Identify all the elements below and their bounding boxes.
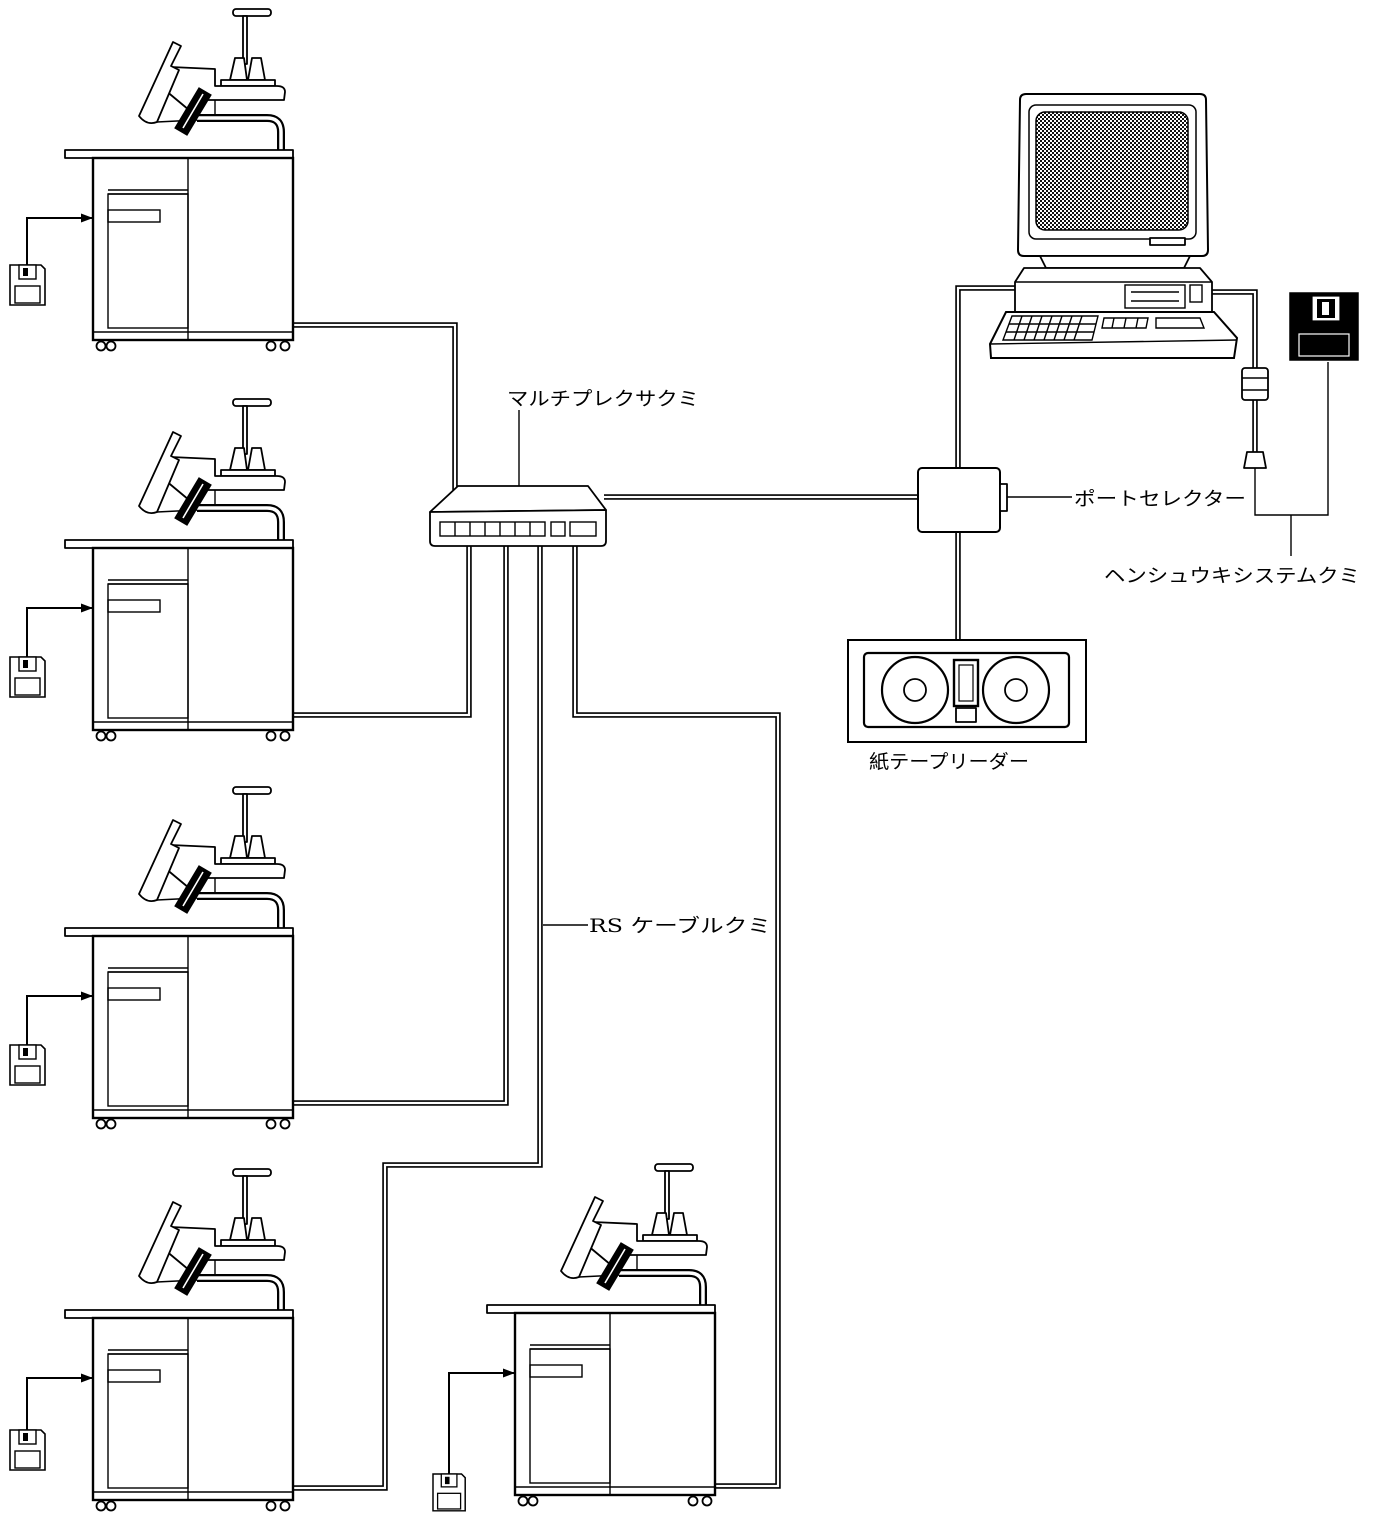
monitor-button [1150,238,1185,245]
monitor-stand [1040,256,1190,268]
embroidery-machine-4 [65,1169,293,1511]
monitor-screen [1036,112,1188,230]
embroidery-machine-5 [487,1164,715,1506]
paper-tape-reader [848,640,1086,742]
keyboard [990,312,1237,358]
reel-hub [1005,679,1027,701]
cable-connector [1242,368,1268,400]
floppy-disk-icon [433,1474,465,1511]
cable-machine-4 [293,545,540,1488]
multiplexer-label: マルチプレクサクミ [507,388,699,410]
floppy-disk-icon [10,657,45,697]
cable-plug [1244,452,1266,468]
arrow-icon [27,608,92,657]
rs-cables [293,288,1255,1488]
port-selector [918,468,1007,532]
cable-machine-1 [293,325,455,490]
floppy-disk-icon [10,1045,45,1085]
editing-computer [990,94,1237,358]
arrow-icon [27,996,92,1045]
embroidery-machine-3 [65,787,293,1129]
floppy-disk-icon [10,265,45,305]
editing-system-label: ヘンシュウキシステムクミ [1104,565,1360,587]
arrow-icon [27,1378,92,1430]
multiplexer [430,486,606,546]
tape-guide [956,708,976,722]
reel-hub [904,679,926,701]
cable-machine-2 [293,545,469,715]
multiplexer-front [430,510,606,546]
cable-machine-3 [293,545,506,1103]
read-head [954,660,978,706]
floppy-disk-icon [10,1430,45,1470]
rs-cable-label: RS ケーブルクミ [589,914,771,937]
arrow-icon [449,1373,514,1474]
master-floppy-disk-icon [1290,293,1358,360]
arrow-icon [27,218,92,265]
computer-unit [1015,268,1212,312]
port-selector-box [918,468,1000,532]
embroidery-machine-1 [65,9,293,351]
editing-system-accessories [1242,293,1358,556]
embroidery-machine-2 [65,399,293,741]
selector-knob [1000,484,1007,511]
tape-reader-label: 紙テープリーダー [869,751,1029,773]
multiplexer-top [430,486,606,512]
port-selector-label: ポートセレクター [1074,488,1246,510]
